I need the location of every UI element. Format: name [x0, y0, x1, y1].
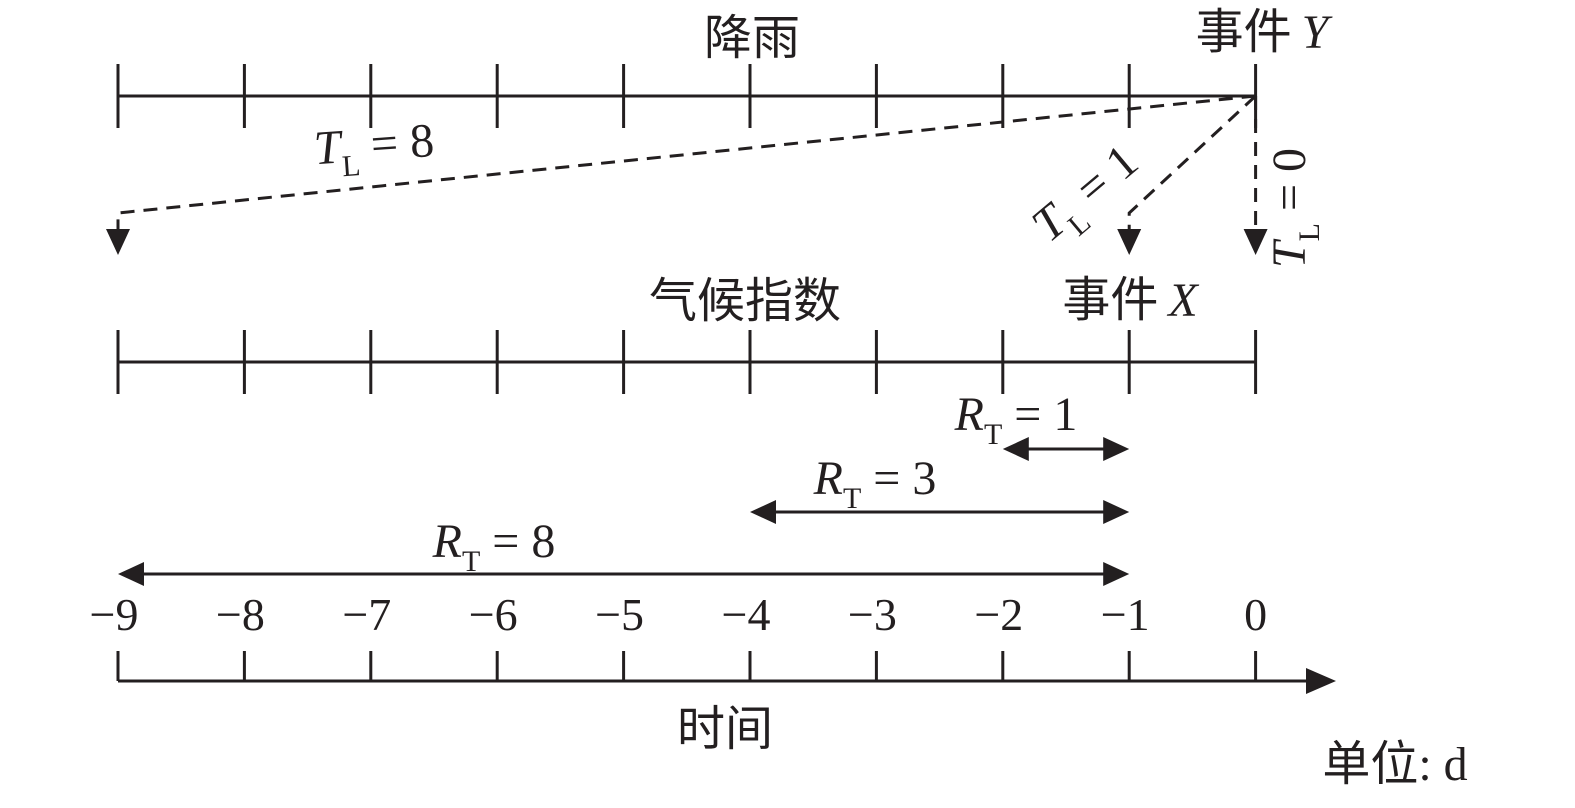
lag-0-subscript: L — [1293, 223, 1326, 241]
lag-arrow — [1117, 94, 1257, 255]
range-3-text: RT = 3 — [813, 452, 937, 515]
range-arrowhead-right — [1103, 500, 1130, 524]
range-8-value: = 8 — [480, 515, 555, 568]
time-tick-group — [116, 651, 1258, 681]
lag-arrowhead — [1117, 229, 1142, 255]
time-tick-label-group: −9 −8 −7 −6 −5 −4 −3 −2 −1 0 — [90, 589, 1268, 640]
time-axis-label: 时间 — [677, 703, 773, 756]
range-8-text: RT = 8 — [432, 515, 556, 578]
time-tick-label: −8 — [216, 589, 265, 640]
lag-0-value: = 0 — [1263, 148, 1316, 223]
range-3-value: = 3 — [861, 452, 936, 505]
rain-label: 降雨 — [704, 12, 800, 65]
range-label-8: RT = 8 — [432, 515, 556, 578]
time-tick-label: −4 — [722, 589, 771, 640]
lag-8-subscript: L — [341, 149, 362, 183]
event-y-prefix: 事件 — [1196, 6, 1292, 59]
time-tick-label: −5 — [595, 589, 644, 640]
range-arrow-group — [118, 437, 1130, 586]
range-arrowhead-left — [750, 500, 776, 524]
time-tick-label: −2 — [974, 589, 1023, 640]
lag-arrow — [1243, 96, 1268, 255]
lag-arrowhead — [106, 229, 130, 255]
range-label-3: RT = 3 — [813, 452, 937, 515]
lag-label-0: TL = 0 — [1263, 148, 1326, 268]
lag-8-text: TL = 8 — [312, 114, 436, 185]
time-tick-label: −6 — [469, 589, 518, 640]
time-axis-arrowhead — [1306, 668, 1336, 694]
range-8-symbol: R — [432, 515, 462, 568]
range-arrowhead-right — [1103, 562, 1130, 586]
time-tick-label: −7 — [342, 589, 391, 640]
event-x-variable: X — [1166, 274, 1199, 327]
lag-label-8: TL = 8 — [312, 114, 436, 185]
time-tick-label: −1 — [1101, 589, 1150, 640]
range-1-symbol: R — [954, 388, 984, 441]
lag-arrow — [106, 94, 1256, 255]
event-y-variable: Y — [1302, 6, 1333, 59]
climate-index-label: 气候指数 — [649, 275, 841, 328]
range-arrow — [118, 562, 1130, 586]
lag-8-value: = 8 — [357, 114, 436, 172]
unit-label: 单位: d — [1322, 738, 1467, 791]
range-3-subscript: T — [843, 482, 861, 515]
lag-0-text: TL = 0 — [1263, 148, 1326, 268]
lag-arrow-shaft — [1127, 94, 1257, 237]
lag-8-symbol: T — [312, 120, 346, 175]
range-1-text: RT = 1 — [954, 388, 1078, 451]
rain-tick-group — [116, 64, 1258, 128]
range-1-subscript: T — [984, 418, 1002, 451]
range-arrow — [1002, 437, 1130, 461]
range-label-1: RT = 1 — [954, 388, 1078, 451]
lag-arrow-group — [106, 94, 1268, 255]
range-arrow — [750, 500, 1130, 524]
range-1-value: = 1 — [1002, 388, 1077, 441]
range-arrowhead-left — [118, 562, 144, 586]
range-8-subscript: T — [462, 545, 480, 578]
lag-arrowhead — [1243, 229, 1268, 255]
time-tick-label: −9 — [90, 589, 139, 640]
time-tick-label: 0 — [1244, 589, 1267, 640]
lag-0-symbol: T — [1263, 238, 1316, 268]
event-x-prefix: 事件 — [1062, 274, 1158, 327]
range-arrowhead-left — [1002, 437, 1029, 461]
climate-tick-group — [116, 330, 1258, 394]
range-3-symbol: R — [813, 452, 843, 505]
time-tick-label: −3 — [848, 589, 897, 640]
time-axis: −9 −8 −7 −6 −5 −4 −3 −2 −1 0 时间 单位: d — [90, 589, 1468, 791]
range-arrowhead-right — [1103, 437, 1130, 461]
